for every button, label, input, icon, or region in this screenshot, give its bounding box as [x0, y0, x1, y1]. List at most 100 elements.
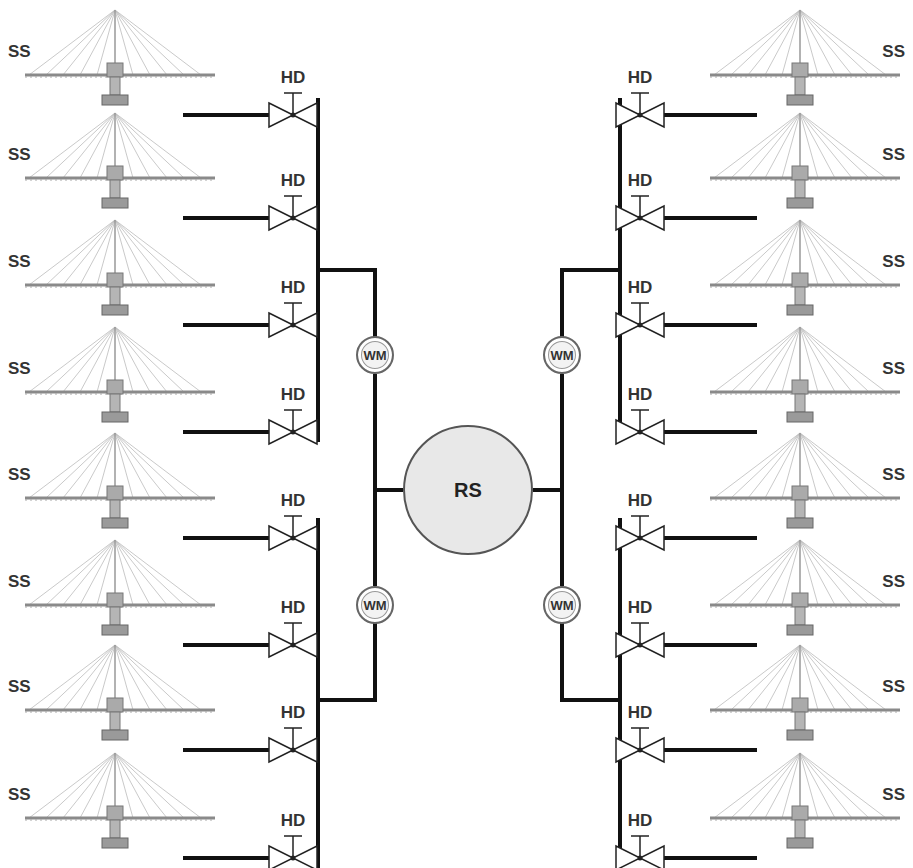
pivot-head — [792, 698, 808, 712]
guy-line — [800, 327, 869, 392]
water-meter: WM — [356, 586, 394, 624]
guy-line — [46, 540, 115, 605]
guy-line — [29, 113, 115, 178]
guy-line — [800, 220, 886, 285]
guy-line — [115, 433, 184, 498]
hydrant-label: HD — [281, 812, 306, 829]
valve-dot — [291, 216, 296, 221]
valve-stem — [639, 728, 641, 750]
pivot-head — [792, 593, 808, 607]
pivot-column — [110, 287, 120, 305]
pipe — [664, 430, 755, 434]
hydrant-valve — [269, 93, 317, 127]
pipe — [185, 216, 269, 220]
guy-line — [46, 113, 115, 178]
water-meter: WM — [543, 336, 581, 374]
reservoir-circle: RS — [403, 425, 533, 555]
guy-line — [46, 645, 115, 710]
hydrant-label: HD — [628, 172, 653, 189]
pivot-column — [795, 820, 805, 838]
pipe — [560, 623, 564, 700]
pivot-column — [795, 287, 805, 305]
valve-handle — [284, 92, 302, 94]
pivot-base — [787, 730, 813, 740]
center-pivot — [710, 327, 900, 422]
pipe — [185, 536, 269, 540]
pipe — [664, 216, 755, 220]
guy-line — [46, 433, 115, 498]
supply-pipe — [533, 374, 562, 490]
guy-line — [115, 10, 201, 75]
pivot-head — [107, 166, 123, 180]
guy-line — [800, 540, 886, 605]
hydrant-label: HD — [628, 279, 653, 296]
guy-line — [714, 753, 800, 818]
guy-line — [115, 327, 184, 392]
hydrant-label: HD — [281, 69, 306, 86]
hydrant-label: HD — [628, 492, 653, 509]
guy-line — [800, 113, 886, 178]
hydrant-label: HD — [628, 812, 653, 829]
guy-line — [29, 327, 115, 392]
guy-line — [731, 327, 800, 392]
guy-line — [800, 540, 869, 605]
center-pivot — [25, 10, 215, 105]
guy-line — [46, 220, 115, 285]
pivot-head — [792, 63, 808, 77]
center-pivot — [25, 327, 215, 422]
guy-line — [714, 433, 800, 498]
valve-stem — [292, 623, 294, 645]
guy-line — [115, 113, 201, 178]
pivot-column — [795, 712, 805, 730]
pipe — [185, 113, 269, 117]
guy-line — [115, 753, 184, 818]
guy-line — [800, 327, 886, 392]
valve-dot — [291, 536, 296, 541]
guy-line — [29, 433, 115, 498]
sprinkler-label: SS — [882, 678, 905, 695]
valve-stem — [292, 303, 294, 325]
pivot-column — [110, 77, 120, 95]
guy-line — [714, 327, 800, 392]
hydrant-valve — [269, 728, 317, 762]
valve-stem — [639, 196, 641, 218]
guy-line — [800, 433, 886, 498]
valve-handle — [284, 195, 302, 197]
guy-line — [29, 220, 115, 285]
sprinkler-label: SS — [8, 146, 31, 163]
center-pivot — [25, 433, 215, 528]
guy-line — [46, 753, 115, 818]
center-pivot — [710, 10, 900, 105]
valve-handle — [631, 727, 649, 729]
valve-dot — [638, 113, 643, 118]
hydrant-valve — [269, 836, 317, 868]
sprinkler-label: SS — [8, 43, 31, 60]
pivot-base — [787, 305, 813, 315]
guy-line — [731, 113, 800, 178]
valve-stem — [292, 516, 294, 538]
guy-line — [800, 220, 869, 285]
valve-stem — [292, 410, 294, 432]
guy-line — [714, 10, 800, 75]
hydrant-label: HD — [281, 704, 306, 721]
valve-handle — [284, 727, 302, 729]
node-label: WM — [363, 598, 386, 613]
valve-handle — [631, 835, 649, 837]
guy-line — [714, 113, 800, 178]
hydrant-label: HD — [628, 704, 653, 721]
pipe — [185, 643, 269, 647]
pipe — [185, 323, 269, 327]
pivot-head — [107, 593, 123, 607]
center-pivot — [710, 645, 900, 740]
valve-dot — [291, 323, 296, 328]
guy-line — [115, 220, 184, 285]
pipe — [562, 698, 620, 702]
valve-handle — [631, 622, 649, 624]
hydrant-valve — [269, 410, 317, 444]
guy-line — [800, 753, 886, 818]
valve-handle — [284, 622, 302, 624]
valve-stem — [292, 728, 294, 750]
center-pivot — [25, 753, 215, 848]
hydrant-valve — [616, 836, 664, 868]
hydrant-label: HD — [628, 69, 653, 86]
